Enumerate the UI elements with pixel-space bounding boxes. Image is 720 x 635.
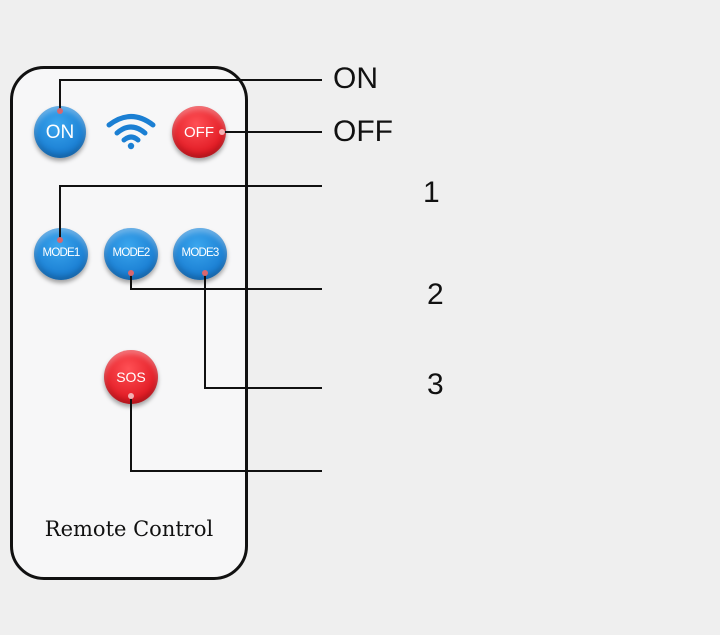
anchor-dot-mode1: [57, 237, 63, 243]
off-button[interactable]: OFF: [172, 106, 226, 158]
anchor-dot-mode2: [128, 270, 134, 276]
mode3-button-label: MODE3: [181, 247, 220, 260]
wifi-icon: [106, 114, 156, 150]
sos-button-label: SOS: [116, 369, 146, 385]
off-button-label: OFF: [184, 123, 214, 141]
callout-mode3: 3: [427, 368, 444, 401]
anchor-dot-sos: [128, 393, 134, 399]
callout-off: OFF: [333, 115, 393, 148]
mode1-button-label: MODE1: [42, 247, 81, 260]
callout-mode2: 2: [427, 278, 444, 311]
mode3-button[interactable]: MODE3: [173, 228, 227, 280]
on-button[interactable]: ON: [34, 106, 86, 158]
anchor-dot-mode3: [202, 270, 208, 276]
callout-on: ON: [333, 62, 378, 95]
leader-line-mode1: [59, 185, 322, 240]
callout-mode1: 1: [423, 176, 440, 209]
remote-label: Remote Control: [44, 517, 214, 541]
anchor-dot-on: [57, 108, 63, 114]
leader-line-sos: [130, 396, 322, 472]
leader-line-mode3: [204, 273, 322, 389]
anchor-dot-off: [219, 129, 225, 135]
leader-line-mode2: [130, 273, 322, 290]
on-button-label: ON: [45, 121, 75, 143]
mode2-button-label: MODE2: [112, 247, 151, 260]
leader-line-on: [59, 79, 322, 111]
